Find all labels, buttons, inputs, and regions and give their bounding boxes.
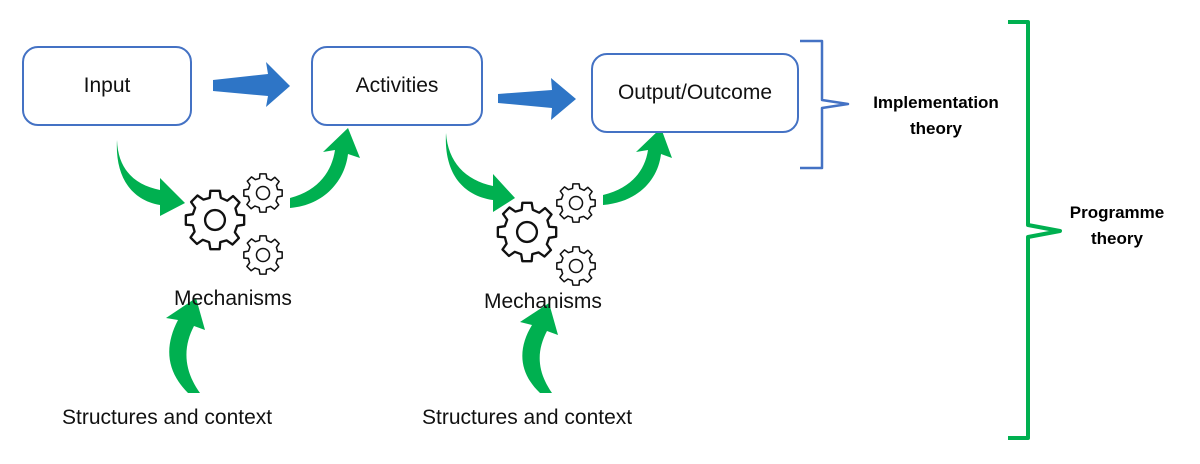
- green-arrow-structures-mechanisms-2: [520, 303, 558, 393]
- green-arrow-mechanisms-activities: [290, 128, 360, 208]
- structures-context-label-2: Structures and context: [422, 406, 633, 429]
- green-arrow-input-mechanisms: [116, 140, 185, 216]
- programme-bracket: [1008, 20, 1062, 440]
- blue-arrow-input-activities: [213, 62, 290, 107]
- gears-icon: [184, 173, 283, 275]
- mechanisms-label-1: Mechanisms: [174, 287, 292, 310]
- input-label: Input: [83, 74, 131, 97]
- green-arrow-structures-mechanisms: [166, 298, 205, 393]
- input-box: Input: [22, 46, 192, 126]
- green-arrow-activities-mechanisms: [445, 133, 515, 212]
- implementation-bracket: [800, 39, 850, 170]
- implementation-theory-label: Implementation theory: [873, 93, 999, 139]
- mechanisms-label-2: Mechanisms: [484, 290, 602, 313]
- activities-label: Activities: [355, 74, 439, 97]
- programme-theory-label: Programme theory: [1069, 203, 1165, 249]
- green-arrow-mechanisms-output: [603, 128, 672, 205]
- structures-context-label-1: Structures and context: [62, 406, 273, 429]
- blue-arrow-activities-output: [498, 78, 576, 120]
- activities-box: Activities: [311, 46, 483, 126]
- output-outcome-box: Output/Outcome: [591, 53, 799, 133]
- output-outcome-label: Output/Outcome: [617, 81, 773, 104]
